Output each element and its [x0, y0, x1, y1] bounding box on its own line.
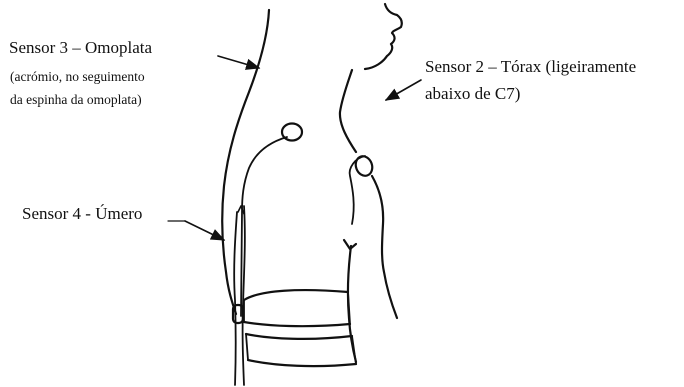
- sensor3-arrow: [218, 56, 259, 68]
- face-profile: [365, 4, 402, 69]
- sensor1-cable: [241, 137, 287, 316]
- sensor-2-pod: [353, 154, 375, 178]
- sensor2-cable: [350, 156, 365, 224]
- armpit-crease: [344, 240, 356, 249]
- sensor-1-pod: [282, 124, 302, 141]
- sensor4-arrow: [185, 221, 224, 240]
- sensor3-detail-line1: (acrómio, no seguimento: [10, 70, 145, 84]
- sensor4-label: Sensor 4 - Úmero: [22, 205, 142, 222]
- arm-band-left-edge: [244, 300, 248, 360]
- arm-band-lower-strap: [246, 334, 352, 339]
- sleeve-fold: [238, 206, 244, 214]
- cable-bundle-right: [243, 206, 245, 385]
- sensor3-label: Sensor 3 – Omoplata: [9, 39, 152, 56]
- sensor2-label-line2: abaixo de C7): [425, 85, 520, 102]
- arm-band-upper-strap: [244, 322, 350, 326]
- sensor3-detail-line2: da espinha da omoplata): [10, 93, 142, 107]
- sensor2-arrow: [386, 80, 421, 100]
- jaw-neck-outline: [340, 70, 356, 152]
- chest-outline: [372, 176, 397, 318]
- sensor2-label-line1: Sensor 2 – Tórax (ligeiramente: [425, 58, 636, 75]
- cable-bundle-left: [234, 212, 237, 385]
- arm-band-bottom: [248, 360, 356, 366]
- arm-band-top: [244, 290, 348, 300]
- back-outline: [222, 10, 269, 314]
